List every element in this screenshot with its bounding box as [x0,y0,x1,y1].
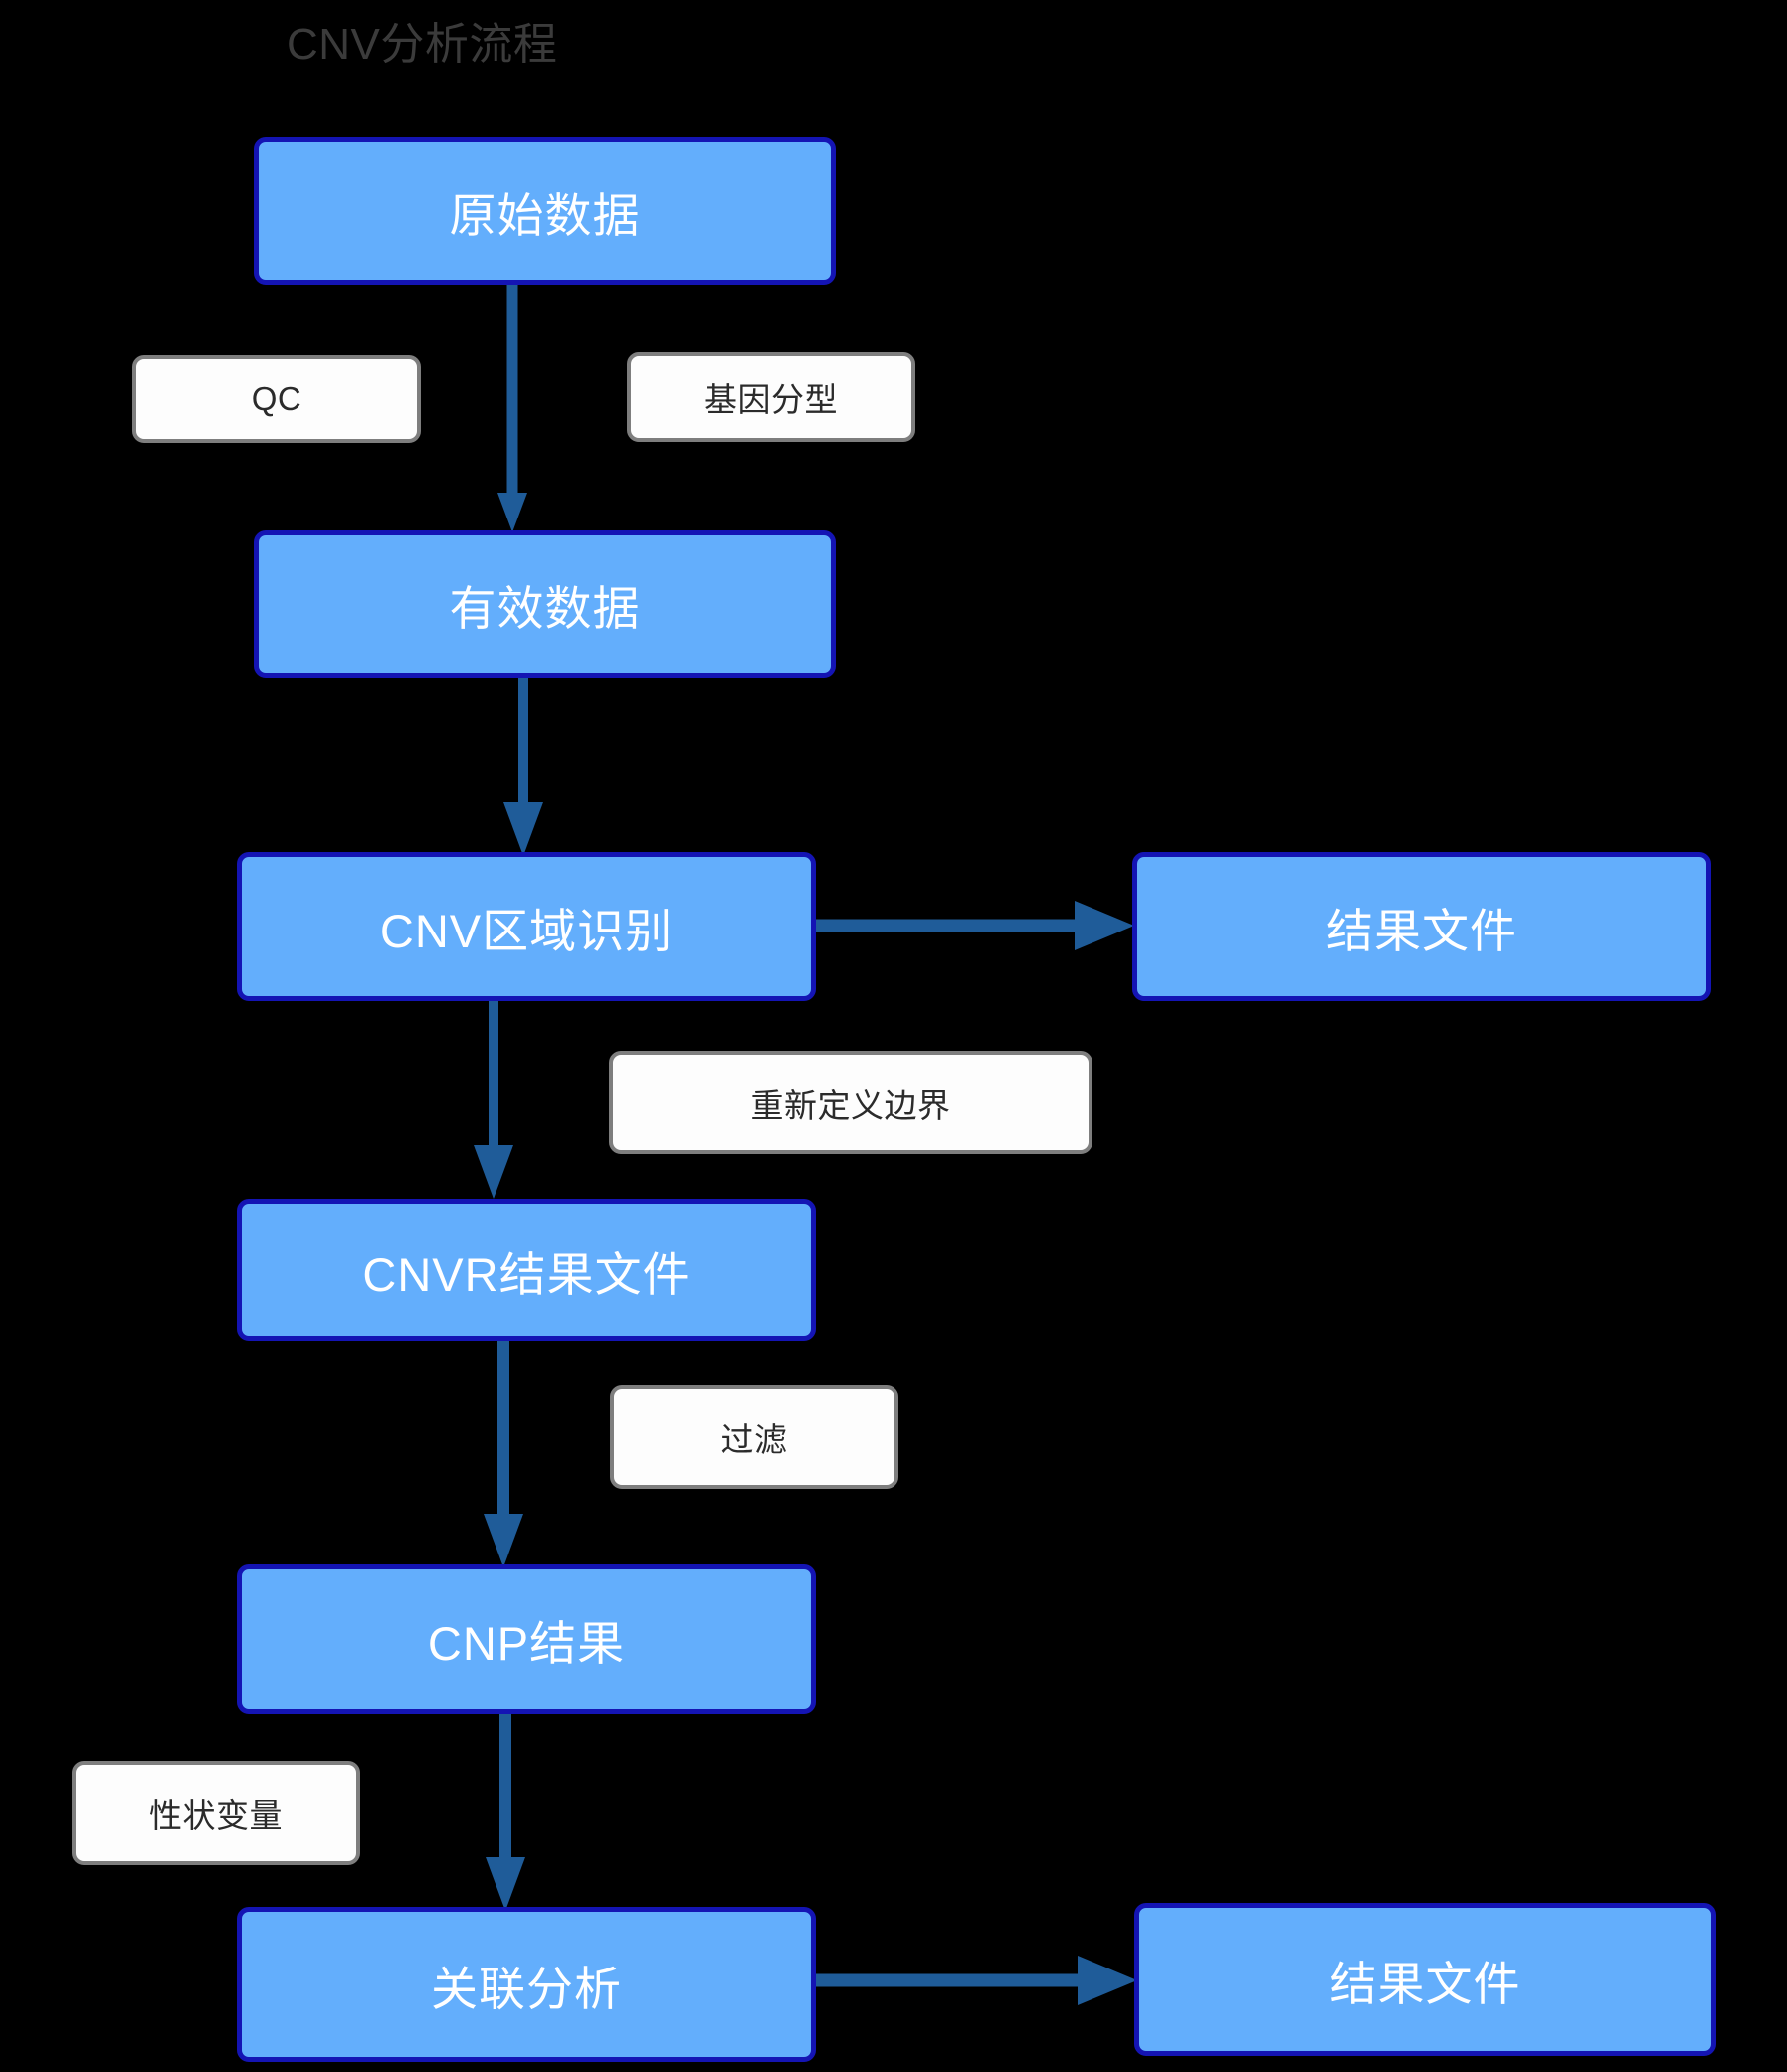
page-title: CNV分析流程 [287,20,558,69]
edge-label-trait-variable-text: 性状变量 [149,1797,283,1834]
edge-label-filter-text: 过滤 [720,1421,788,1458]
arrow-cnp-result-to-association [486,1712,525,1911]
edge-label-redefine-boundary: 重新定义边界 [609,1051,1092,1154]
edge-label-trait-variable: 性状变量 [72,1761,360,1865]
arrow-valid-data-to-cnv-region [503,677,543,856]
node-valid-data-label: 有效数据 [449,581,641,635]
arrow-association-to-result-file-bottom [814,1956,1137,2005]
node-cnp-result-label: CNP结果 [427,1616,626,1670]
edge-label-redefine-boundary-text: 重新定义边界 [750,1087,951,1124]
edge-label-genotyping-text: 基因分型 [704,381,838,418]
node-cnv-region[interactable]: CNV区域识别 [237,852,816,1001]
node-association[interactable]: 关联分析 [237,1907,816,2062]
node-result-file-top-label: 结果文件 [1326,904,1517,957]
edge-label-qc: QC [132,355,421,443]
edge-label-filter: 过滤 [610,1385,898,1489]
node-raw-data-label: 原始数据 [449,188,641,242]
node-cnp-result[interactable]: CNP结果 [237,1564,816,1714]
node-raw-data[interactable]: 原始数据 [254,137,836,285]
edge-label-genotyping: 基因分型 [627,352,915,442]
arrow-cnv-region-to-cnvr-result [474,1000,513,1199]
node-cnvr-result-label: CNVR结果文件 [362,1247,691,1301]
node-result-file-bottom-label: 结果文件 [1329,1957,1521,2010]
node-cnvr-result[interactable]: CNVR结果文件 [237,1199,816,1341]
arrow-raw-data-to-valid-data [497,284,527,532]
edge-label-qc-text: QC [251,380,302,417]
node-cnv-region-label: CNV区域识别 [379,904,674,957]
node-result-file-bottom[interactable]: 结果文件 [1134,1903,1716,2056]
node-valid-data[interactable]: 有效数据 [254,530,836,678]
arrow-cnvr-result-to-cnp-result [484,1339,523,1567]
node-result-file-top[interactable]: 结果文件 [1132,852,1711,1001]
node-association-label: 关联分析 [431,1962,622,2015]
arrow-cnv-region-to-result-file-top [814,901,1134,950]
